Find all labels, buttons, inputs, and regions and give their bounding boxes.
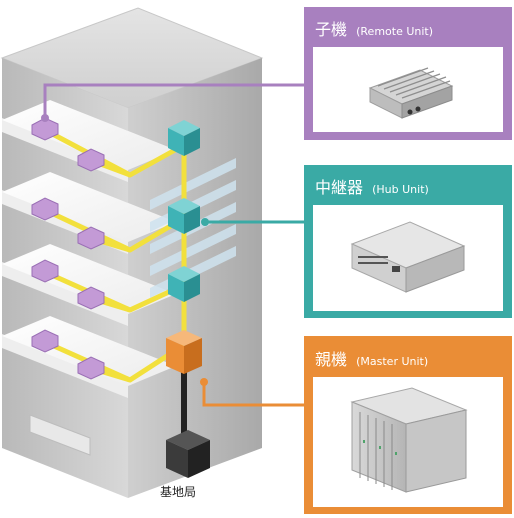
svg-text:子機 (Remote Unit): 子機 (Remote Unit) [315, 20, 433, 39]
panel-master-unit: 親機 (Master Unit) [304, 336, 512, 514]
remote-device-image [368, 67, 454, 119]
panel-hub-title-en: (Hub Unit) [372, 183, 429, 196]
remote-unit [77, 148, 105, 172]
connector-lines [41, 83, 304, 407]
remote-unit [31, 259, 59, 283]
master-unit-cube [166, 330, 202, 374]
panel-remote-title-en: (Remote Unit) [356, 25, 433, 38]
remote-unit [77, 356, 105, 380]
svg-text:親機 (Master Unit): 親機 (Master Unit) [315, 350, 428, 369]
building [0, 7, 264, 498]
building-door [29, 414, 91, 456]
remote-unit [77, 286, 105, 310]
base-station-label: 基地局 [160, 485, 196, 499]
hub-cube [168, 120, 200, 156]
panel-master-title-en: (Master Unit) [356, 355, 428, 368]
panel-hub-title-jp: 中継器 [315, 178, 363, 197]
master-device-image [350, 387, 468, 493]
remote-units [31, 117, 105, 380]
svg-text:中継器 (Hub Unit): 中継器 (Hub Unit) [315, 178, 429, 197]
panel-remote-title-jp: 子機 [315, 20, 347, 39]
remote-unit [31, 329, 59, 353]
panel-hub-unit: 中継器 (Hub Unit) [304, 165, 512, 318]
hub-units [168, 120, 200, 302]
panel-remote-unit: 子機 (Remote Unit) [304, 7, 512, 140]
base-station [166, 430, 210, 478]
hub-cube [168, 198, 200, 234]
remote-unit [77, 226, 105, 250]
hub-cube [168, 266, 200, 302]
hub-device-image [350, 221, 466, 293]
remote-unit [31, 197, 59, 221]
panel-master-title-jp: 親機 [315, 350, 347, 369]
